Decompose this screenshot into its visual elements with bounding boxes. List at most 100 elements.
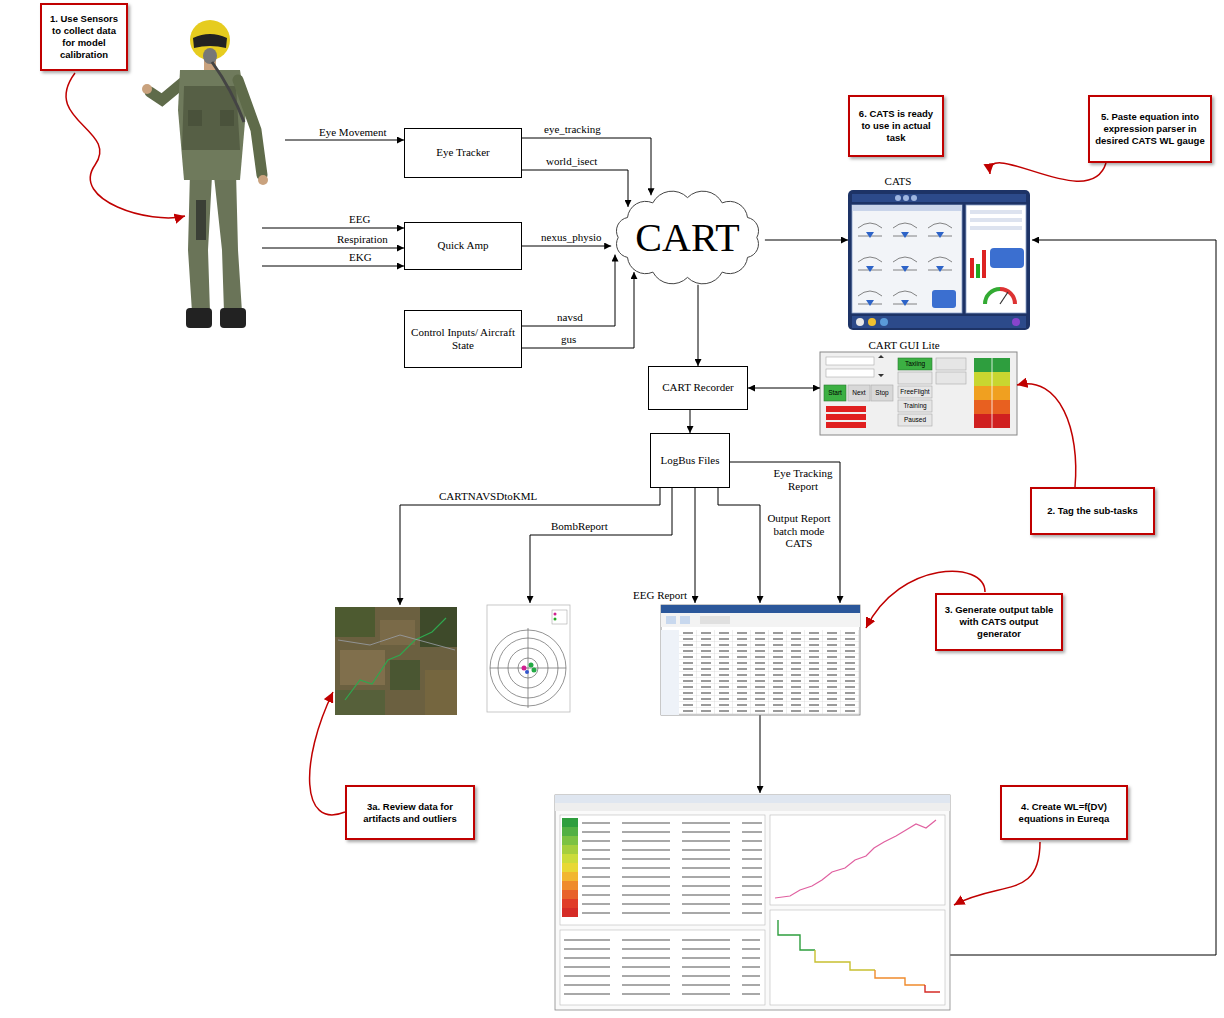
node-text: Control Inputs/ Aircraft State (411, 326, 515, 352)
node-text: 2. Tag the sub-tasks (1047, 505, 1138, 517)
signal-name: Respiration (336, 233, 389, 246)
callout-leader (990, 163, 1106, 181)
eureqa-screenshot (560, 815, 765, 925)
connector (522, 170, 628, 207)
map-image (338, 635, 455, 650)
signal-name: EKG (348, 251, 373, 264)
eureqa-screenshot (564, 932, 760, 1002)
cats-screenshot (976, 264, 980, 278)
signal-line (262, 248, 404, 249)
cats-screenshot (928, 223, 952, 228)
pilot-figure (193, 34, 227, 48)
callout-box: 3a. Review data for artifacts and outlie… (345, 785, 475, 840)
gui-screenshot (898, 400, 932, 412)
process-box: CART Recorder (648, 366, 748, 410)
button-label: FreeFlight (898, 388, 932, 396)
spreadsheet-image (666, 616, 676, 624)
callout-box: 5. Paste equation into expression parser… (1088, 95, 1212, 163)
cats-screenshot (848, 190, 1030, 330)
eureqa-screenshot (562, 899, 578, 908)
gui-screenshot (824, 385, 846, 401)
gui-screenshot (826, 414, 866, 420)
cats-screenshot (985, 289, 1000, 304)
connector (765, 240, 848, 241)
polar-chart (554, 613, 557, 616)
signal-name: BombReport (550, 520, 609, 533)
gui-screenshot (826, 406, 866, 412)
gui-screenshot (826, 369, 874, 377)
cats-screenshot (928, 257, 952, 262)
cats-screenshot (866, 300, 874, 306)
gui-screenshot (826, 422, 866, 428)
eureqa-screenshot (778, 920, 815, 950)
node-text: LogBus Files (661, 454, 720, 467)
gui-screenshot (936, 358, 966, 370)
cats-screenshot (901, 232, 909, 238)
button-label: Paused (898, 416, 932, 424)
cats-screenshot (966, 205, 1026, 313)
map-image (380, 620, 415, 645)
eureqa-screenshot (815, 950, 875, 970)
node-text: CART (635, 214, 739, 261)
callout-leader (1017, 384, 1076, 487)
button-label: Taxiing (898, 360, 932, 368)
eureqa-screenshot (562, 881, 578, 890)
gui-screenshot (992, 358, 993, 428)
callout-box: 3. Generate output table with CATS outpu… (935, 593, 1063, 651)
cats-screenshot (936, 266, 944, 272)
cats-screenshot (982, 250, 986, 278)
map-image (425, 670, 457, 715)
signal-name: CARTNAVSDtoKML (438, 490, 538, 503)
cats-screenshot (903, 195, 909, 201)
cats-screenshot (852, 205, 962, 313)
cats-screenshot (866, 266, 874, 272)
signal-name: nexus_physio (540, 231, 603, 244)
pilot-figure (186, 308, 212, 328)
pilot-figure (142, 84, 152, 94)
spreadsheet-image (661, 630, 860, 715)
eureqa-screenshot (775, 820, 936, 898)
polar-chart (487, 605, 570, 712)
gui-screenshot (871, 385, 893, 401)
signal-name: Eye Tracking Report (770, 467, 836, 492)
signal-name: EEG Report (632, 589, 688, 602)
pilot-figure (188, 110, 202, 126)
cats-screenshot (895, 195, 901, 201)
cats-screenshot (1000, 292, 1008, 304)
logbus-output-line (530, 488, 672, 603)
connector (698, 285, 699, 366)
eureqa-screenshot (562, 827, 578, 836)
spreadsheet-image (661, 630, 679, 715)
eureqa-screenshot (555, 795, 950, 1010)
map-image (335, 607, 457, 715)
connector (690, 410, 691, 433)
cats-screenshot (893, 257, 917, 262)
node-text: Eye Tracker (436, 146, 489, 159)
cats-screenshot (848, 190, 1030, 330)
pilot-figure (203, 48, 217, 64)
button-label: Stop (871, 389, 893, 397)
cats-screenshot (901, 300, 909, 306)
spreadsheet-image (679, 630, 860, 715)
node-text: 1. Use Sensors to collect data for model… (47, 13, 121, 61)
cats-screenshot (970, 226, 1022, 230)
signal-name: Output Report batch mode CATS (764, 512, 834, 550)
connector (748, 388, 820, 389)
node-text: Quick Amp (437, 239, 488, 252)
pilot-figure (258, 175, 268, 185)
gui-screenshot (898, 372, 932, 384)
signal-line (262, 266, 404, 267)
pilot-figure (196, 200, 206, 240)
cats-screenshot (852, 205, 962, 211)
pilot-figure (188, 172, 212, 312)
gui-screenshot (936, 372, 966, 384)
process-box: Control Inputs/ Aircraft State (404, 310, 522, 368)
panel-heading: CART GUI Lite (820, 338, 988, 352)
connector (522, 272, 634, 348)
cats-screenshot (970, 258, 974, 278)
gui-screenshot (898, 358, 932, 370)
eureqa-screenshot (560, 930, 765, 1005)
process-box: Eye Tracker (404, 128, 522, 178)
cats-screenshot (911, 195, 917, 201)
